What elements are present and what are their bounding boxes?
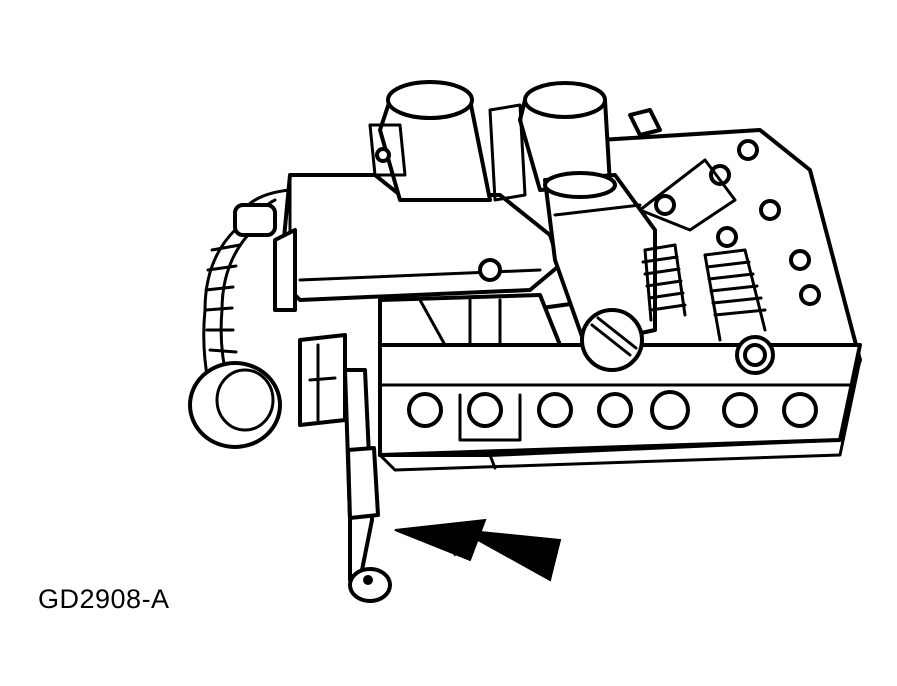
solenoid-cylinder-2	[488, 81, 612, 202]
wiring-harness	[188, 188, 292, 449]
solenoid-body	[278, 173, 562, 347]
figure-code: GD2908-A	[38, 584, 170, 614]
top-fitting	[628, 108, 662, 137]
springs	[641, 243, 775, 375]
bore-row	[407, 390, 818, 430]
test-lead-eyelet	[348, 567, 392, 603]
test-lead	[343, 368, 392, 603]
spool-cylinder	[543, 171, 657, 372]
lower-valve-block	[378, 343, 862, 457]
spring-1	[641, 243, 687, 322]
side-connector	[273, 228, 347, 427]
solenoid-cylinder-1	[368, 80, 492, 202]
double-arrow-icon	[394, 518, 562, 582]
harness-clip	[233, 203, 277, 237]
spring-2	[703, 248, 775, 375]
harness-connector	[188, 361, 282, 449]
